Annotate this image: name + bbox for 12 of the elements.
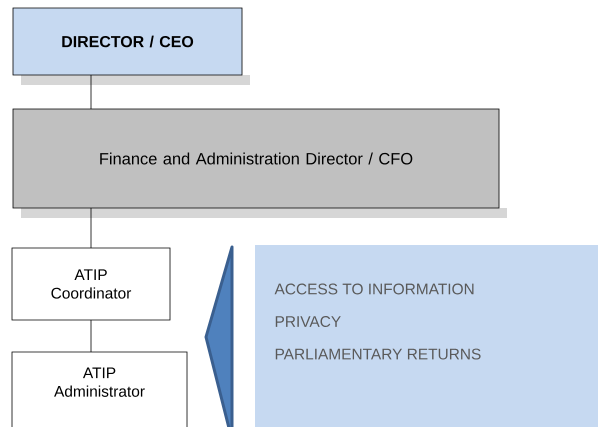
list-item: ACCESS TO INFORMATION bbox=[274, 284, 474, 294]
connector-line bbox=[90, 208, 92, 248]
org-box: ATIP Coordinator bbox=[12, 248, 170, 320]
info-panel bbox=[255, 245, 598, 427]
list-item: PARLIAMENTARY RETURNS bbox=[276, 348, 481, 360]
org-box: DIRECTOR / CEO bbox=[12, 8, 242, 76]
connector-line bbox=[90, 74, 92, 110]
list-item: PRIVACY bbox=[276, 316, 341, 327]
org-box: ATIP Administrator bbox=[12, 352, 188, 427]
connector-line bbox=[90, 320, 92, 352]
org-box: Finance and Administration Director / CFO bbox=[12, 108, 500, 208]
pointer-triangle bbox=[204, 246, 234, 427]
